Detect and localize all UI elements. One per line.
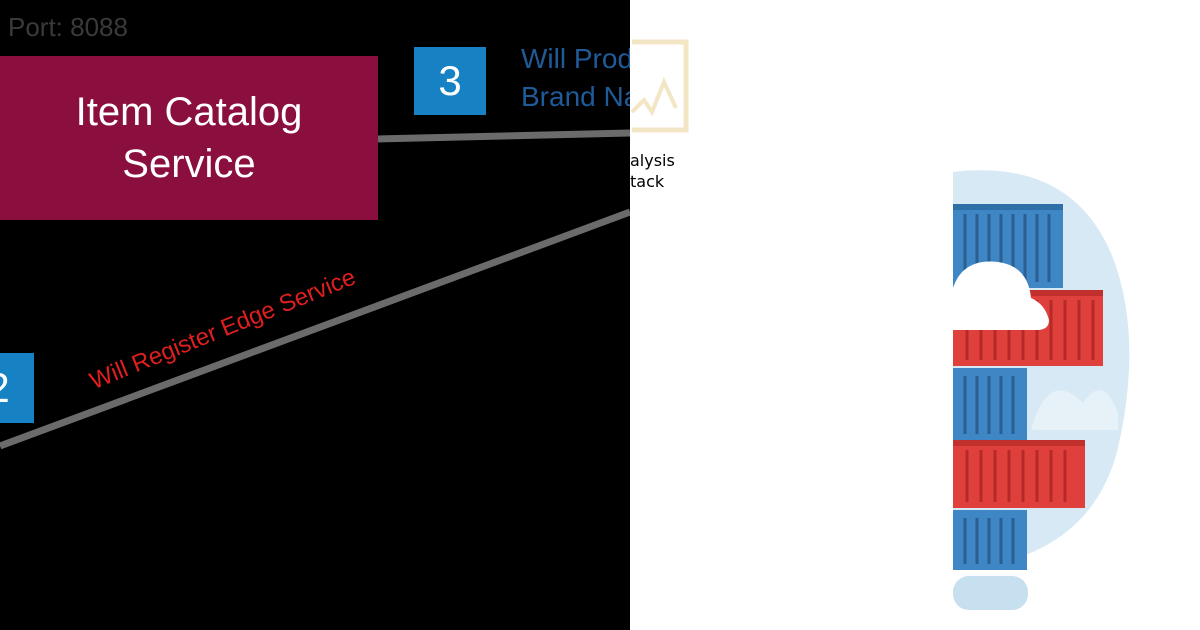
analysis-caption-line-2: tack: [630, 172, 665, 191]
connector-lines: [0, 129, 632, 450]
cloud-arch: [953, 261, 1049, 330]
connector-line-edge: [0, 208, 632, 450]
container-red-2: [953, 440, 1085, 508]
analysis-stack-caption: alysis tack: [630, 150, 675, 192]
container-blue-3: [953, 510, 1027, 570]
ground-shape: [953, 576, 1028, 610]
stacked-containers-illustration: [953, 170, 1130, 610]
connector-line-catalog: [377, 129, 631, 143]
port-label: Port: 8088: [8, 12, 128, 42]
step-badge-2: 2: [0, 353, 34, 423]
item-catalog-service-box: Item Catalog Service: [0, 56, 378, 220]
analysis-caption-line-1: alysis: [630, 151, 675, 170]
container-blue-2: [953, 368, 1027, 440]
produce-caption-line-2: Brand Na: [521, 81, 640, 112]
cloud-shape: [1031, 390, 1118, 430]
produce-caption: Will Produ Brand Na: [521, 40, 649, 116]
diagram-dark-panel: Port: 8088 Item Catalog Service 3 2 Will…: [0, 0, 649, 630]
service-box-label: Item Catalog Service: [75, 90, 303, 186]
chart-frame-icon: [630, 39, 689, 133]
illustration-panel: alysis tack: [630, 0, 1200, 630]
produce-caption-line-1: Will Produ: [521, 43, 649, 74]
step-badge-3: 3: [414, 47, 486, 115]
